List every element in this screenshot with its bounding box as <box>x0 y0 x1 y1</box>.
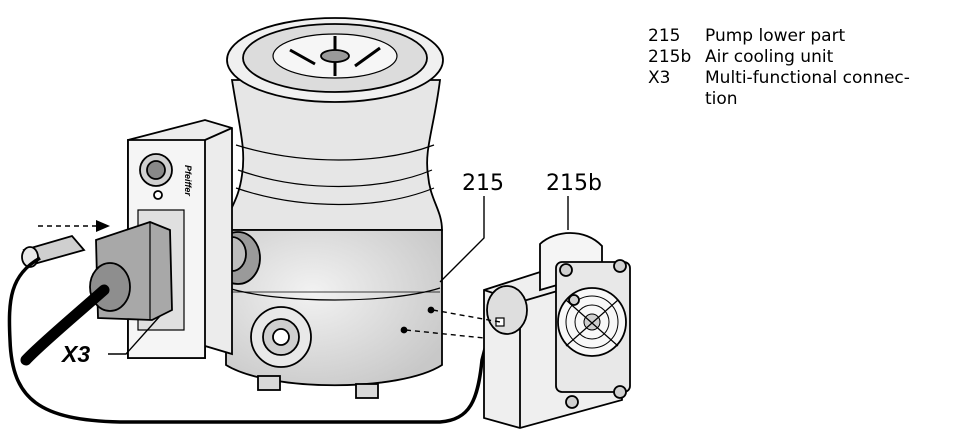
legend-item: 215b Air cooling unit <box>648 47 948 68</box>
mounting-guide-lines <box>405 309 501 339</box>
legend-text: Pump lower part <box>705 26 846 46</box>
brand-mark: Pfeiffer <box>183 165 193 196</box>
legend-item: X3 Multi-functional connec- tion <box>648 68 948 110</box>
air-cooling-unit <box>483 232 631 429</box>
callout-215b: 215b <box>546 171 602 196</box>
legend-key: 215 <box>648 26 681 46</box>
fan-cable <box>7 256 501 424</box>
insert-direction-arrow <box>38 220 110 232</box>
x3-cable <box>20 284 110 366</box>
callout-215: 215 <box>462 171 504 196</box>
leader-lines <box>108 196 569 355</box>
pump-upper-housing <box>225 17 444 231</box>
legend-key: 215b <box>648 47 692 67</box>
callout-x3: X3 <box>60 341 90 367</box>
legend: 215 Pump lower part 215b Air cooling uni… <box>648 26 948 110</box>
pump-lower-part <box>225 229 443 399</box>
x3-connector-plug <box>21 221 173 321</box>
legend-item: 215 Pump lower part <box>648 26 948 47</box>
legend-text: Air cooling unit <box>705 47 834 67</box>
legend-key: X3 <box>648 68 671 88</box>
legend-text: Multi-functional connec- tion <box>705 68 910 109</box>
